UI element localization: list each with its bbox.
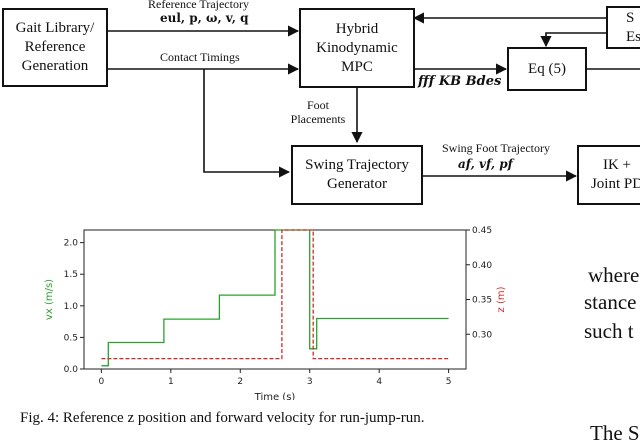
ik-joint-pd-box: IK + Joint PD — [577, 145, 640, 205]
eq5-box: Eq (5) — [507, 47, 587, 91]
x-tick-label: 1 — [168, 377, 174, 387]
y-left-tick-label: 2.0 — [64, 239, 79, 249]
foot-placements-label: Foot Placements — [290, 98, 346, 126]
x-tick-label: 3 — [307, 377, 313, 387]
swing-foot-trajectory-vars: af, vf, pf — [458, 157, 513, 171]
contact-timings-label: Contact Timings — [160, 50, 240, 64]
state-estimation-box: S Est — [606, 6, 640, 49]
x-tick-label: 2 — [237, 377, 243, 387]
figure-caption: Fig. 4: Reference z position and forward… — [20, 410, 425, 426]
state-estimation-label: S Est — [626, 9, 640, 45]
y-right-axis-label: z (m) — [496, 286, 507, 312]
gait-library-label: Gait Library/ Reference Generation — [15, 20, 95, 74]
x-axis-label: Time (s) — [254, 392, 296, 400]
y-left-tick-label: 0.5 — [64, 333, 78, 343]
x-tick-label: 4 — [376, 377, 382, 387]
arrow-estimation-to-eq5 — [540, 32, 606, 48]
mpc-outputs-label: fff KB Bdes — [418, 74, 502, 89]
y-right-tick-label: 0.30 — [472, 330, 492, 340]
side-text-line-1: where — [588, 263, 640, 287]
arrow-contact-to-swing — [203, 69, 291, 178]
swing-trajectory-generator-label: Swing Trajectory Generator — [305, 157, 409, 192]
y-left-tick-label: 1.0 — [64, 302, 79, 312]
block-diagram — [108, 12, 640, 182]
y-right-tick-label: 0.40 — [472, 261, 492, 271]
reference-trajectory-label: Reference Trajectory — [148, 0, 249, 11]
mpc-box: Hybrid Kinodynamic MPC — [299, 8, 415, 88]
x-tick-label: 0 — [98, 377, 104, 387]
y-left-tick-label: 1.5 — [64, 270, 78, 280]
bottom-right-text: The S — [590, 421, 640, 445]
y-left-axis-label: vx (m/s) — [44, 279, 55, 320]
side-text-line-2: stance — [584, 290, 637, 314]
y-left-tick-label: 0.0 — [64, 365, 79, 375]
reference-trajectory-vars: eul, p, ω, v, q — [160, 11, 249, 25]
velocity-height-chart: 0 1 2 3 4 5 0.0 0.5 1.0 1.5 2.0 0.30 0.35 0.40 0.45Tim… — [44, 226, 507, 400]
gait-library-box: Gait Library/ Reference Generation — [2, 8, 108, 87]
side-text-line-3: such t — [584, 319, 634, 343]
swing-trajectory-generator-box: Swing Trajectory Generator — [291, 145, 423, 205]
series-z-line — [101, 229, 449, 360]
ik-joint-pd-label: IK + Joint PD — [590, 157, 640, 192]
mpc-label: Hybrid Kinodynamic MPC — [316, 20, 398, 75]
eq5-label: Eq (5) — [528, 60, 566, 77]
series-vx-line — [101, 229, 449, 367]
y-right-tick-label: 0.35 — [472, 296, 492, 306]
x-tick-label: 5 — [446, 377, 452, 387]
swing-foot-trajectory-label: Swing Foot Trajectory — [441, 141, 550, 155]
y-right-tick-label: 0.45 — [472, 226, 492, 236]
